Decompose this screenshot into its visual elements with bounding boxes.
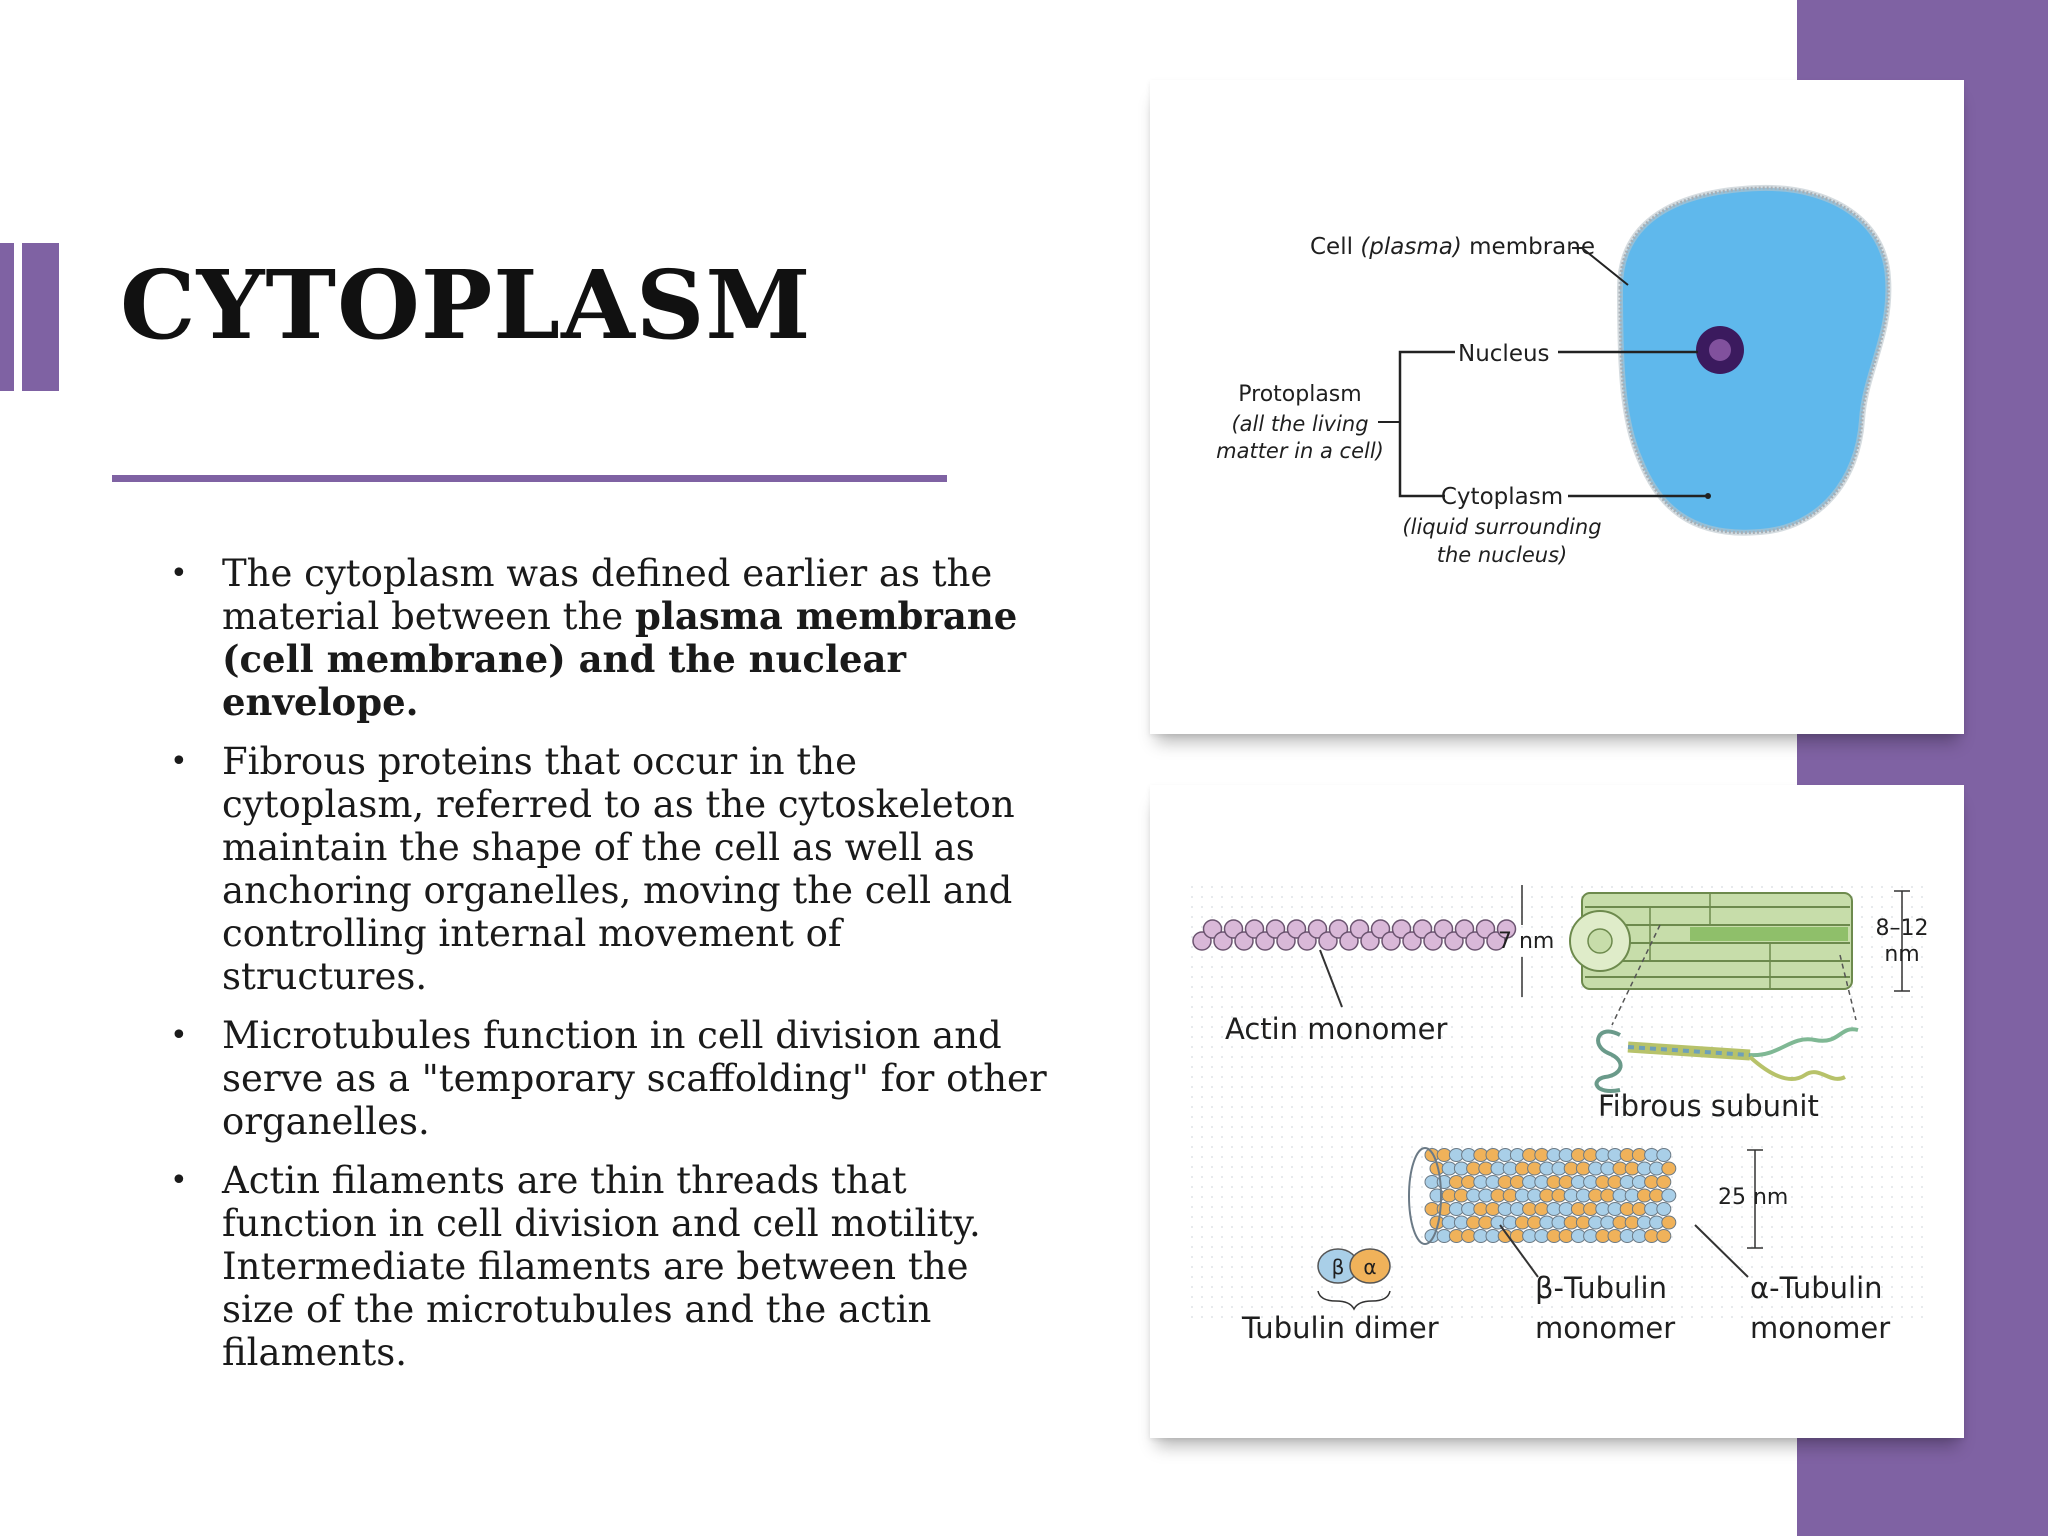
cell-diagram: Cell (plasma) membrane Nucleus Protoplas… <box>1216 184 1892 567</box>
microtubule-end-cap <box>1408 1147 1442 1245</box>
cytoplasm-note-1: (liquid surrounding <box>1402 515 1601 539</box>
tubulin-subunit <box>1661 1161 1677 1176</box>
cytoplasm-leader-dot <box>1705 493 1711 499</box>
tubulin-dimer: β α <box>1317 1248 1391 1311</box>
title-accent-bar-inner <box>22 243 59 391</box>
actin-leader <box>1319 949 1343 1008</box>
membrane-label: Cell (plasma) membrane <box>1310 234 1595 260</box>
protoplasm-note-2: matter in a cell) <box>1216 439 1384 463</box>
membrane-leader <box>1572 247 1629 286</box>
slide-title: CYTOPLASM <box>120 250 812 361</box>
tubulin-subunit <box>1661 1215 1677 1230</box>
microtubule <box>1408 1147 1677 1245</box>
beta-tubulin-label-2: monomer <box>1535 1311 1675 1345</box>
cytoskeleton-diagram-card: Actin monomer 7 nm 8–12 nm <box>1150 785 1964 1438</box>
alpha-symbol: α <box>1363 1255 1376 1279</box>
bullet-dot-icon: • <box>170 1018 188 1053</box>
tubulin-dimer-label: Tubulin dimer <box>1241 1311 1439 1345</box>
tubulin-subunit <box>1656 1202 1672 1216</box>
tubulin-subunit <box>1656 1229 1672 1243</box>
alpha-leader <box>1694 1224 1749 1278</box>
intermediate-size-label-2: nm <box>1884 942 1919 967</box>
bullet-text: The cytoplasm was defined earlier as the… <box>222 552 993 638</box>
fibrous-guide-right <box>1839 954 1857 1021</box>
actin-filament <box>1192 919 1517 951</box>
bullet-dot-icon: • <box>170 744 188 779</box>
bullet-list: • The cytoplasm was defined earlier as th… <box>170 552 1052 1390</box>
bullet-item: • The cytoplasm was defined earlier as th… <box>170 552 1052 724</box>
actin-monomer-bead <box>1496 919 1517 939</box>
actin-label: Actin monomer <box>1225 1012 1448 1046</box>
title-accent-bar-outer <box>0 243 14 391</box>
title-underline <box>112 475 947 482</box>
cell-diagram-card: Cell (plasma) membrane Nucleus Protoplas… <box>1150 80 1964 734</box>
cytoskeleton-diagram: Actin monomer 7 nm 8–12 nm <box>1185 880 1930 1345</box>
nucleus-label: Nucleus <box>1458 341 1550 367</box>
bullet-text: Microtubules function in cell division a… <box>222 1014 1047 1143</box>
protoplasm-note-1: (all the living <box>1231 412 1368 436</box>
cytoplasm-note-2: the nucleus) <box>1437 543 1568 567</box>
tubulin-subunit <box>1656 1175 1672 1189</box>
bullet-item: • Actin filaments are thin threads that f… <box>170 1159 1052 1374</box>
bullet-dot-icon: • <box>170 556 188 591</box>
protoplasm-label: Protoplasm <box>1238 382 1361 407</box>
cytoplasm-label: Cytoplasm <box>1441 484 1563 510</box>
tubulin-subunit <box>1656 1148 1672 1162</box>
bullet-item: • Fibrous proteins that occur in the cyto… <box>170 740 1052 998</box>
nucleus-highlight <box>1709 339 1731 361</box>
fibrous-guide-left <box>1611 924 1661 1026</box>
bullet-text: Actin filaments are thin threads that fu… <box>222 1159 981 1374</box>
fibrous-subunit <box>1594 1027 1859 1093</box>
intermediate-size-label-1: 8–12 <box>1876 916 1929 941</box>
tubulin-subunit <box>1661 1188 1677 1203</box>
cell-body <box>1618 186 1890 535</box>
alpha-tubulin-label-1: α-Tubulin <box>1750 1271 1883 1305</box>
bullet-dot-icon: • <box>170 1163 188 1198</box>
protoplasm-bracket <box>1398 350 1455 498</box>
intermediate-filament <box>1569 892 1853 990</box>
cell-membrane-edge <box>1616 184 1892 536</box>
microtubule-size-label: 25 nm <box>1718 1185 1788 1210</box>
bullet-text: Fibrous proteins that occur in the cytop… <box>222 740 1015 998</box>
bullet-item: • Microtubules function in cell division … <box>170 1014 1052 1143</box>
beta-symbol: β <box>1332 1255 1345 1279</box>
actin-size-label: 7 nm <box>1498 929 1554 954</box>
fibrous-label: Fibrous subunit <box>1598 1089 1819 1123</box>
beta-tubulin-label-1: β-Tubulin <box>1535 1271 1667 1305</box>
beta-leader <box>1499 1224 1539 1278</box>
bullet-bold-text: plasma membrane (cell membrane) and the … <box>222 594 1018 724</box>
alpha-tubulin-label-2: monomer <box>1750 1311 1890 1345</box>
